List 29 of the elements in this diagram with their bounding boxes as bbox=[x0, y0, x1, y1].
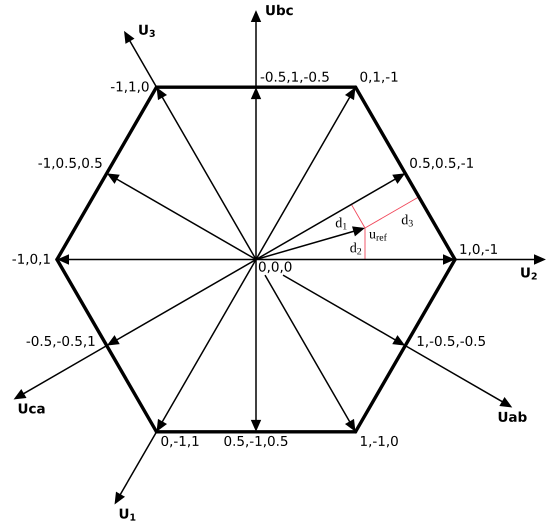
coordinate-label: -1,1,0 bbox=[110, 81, 149, 93]
coordinate-label: 1,0,-1 bbox=[460, 244, 497, 256]
coordinate-label: 1,-1,0 bbox=[361, 436, 398, 448]
vector-label: u$_{ref}$ bbox=[369, 232, 387, 241]
coordinate-label: 0,1,-1 bbox=[360, 72, 398, 84]
coordinate-label: 0.5,0.5,-1 bbox=[410, 158, 473, 170]
axis-label: Uca bbox=[18, 403, 45, 414]
coordinate-label: -0.5,-0.5,1 bbox=[26, 336, 94, 348]
distance-label: d$_{1}$ bbox=[336, 218, 347, 230]
coordinate-label: -1,0,1 bbox=[12, 254, 50, 266]
coordinate-label: 0.5,-1,0.5 bbox=[224, 436, 288, 448]
hexagon-side bbox=[354, 85, 457, 262]
hexagon-side bbox=[354, 258, 457, 434]
coordinate-label: -0.5,1,-0.5 bbox=[260, 72, 329, 84]
hexagon-side bbox=[55, 258, 158, 434]
axis-label: Ubc bbox=[266, 4, 293, 16]
hexagon-side bbox=[154, 430, 358, 434]
coordinate-label: -1,0.5,0.5 bbox=[38, 158, 102, 170]
axis-label: U$_{2}$ bbox=[521, 267, 537, 280]
axis-label: U$_{3}$ bbox=[139, 24, 155, 37]
coordinate-label: 0,0,0 bbox=[258, 262, 292, 274]
coordinate-label: 0,-1,1 bbox=[161, 436, 198, 448]
distance-label: d$_{3}$ bbox=[402, 214, 413, 226]
hexagon-side bbox=[154, 85, 358, 89]
hexagon-side bbox=[55, 85, 158, 262]
coordinate-label: 1,-0.5,-0.5 bbox=[418, 336, 485, 348]
distance-label: d$_{2}$ bbox=[350, 242, 362, 254]
axis-label: U$_{1}$ bbox=[120, 508, 136, 521]
axis-label: Uab bbox=[498, 412, 527, 422]
